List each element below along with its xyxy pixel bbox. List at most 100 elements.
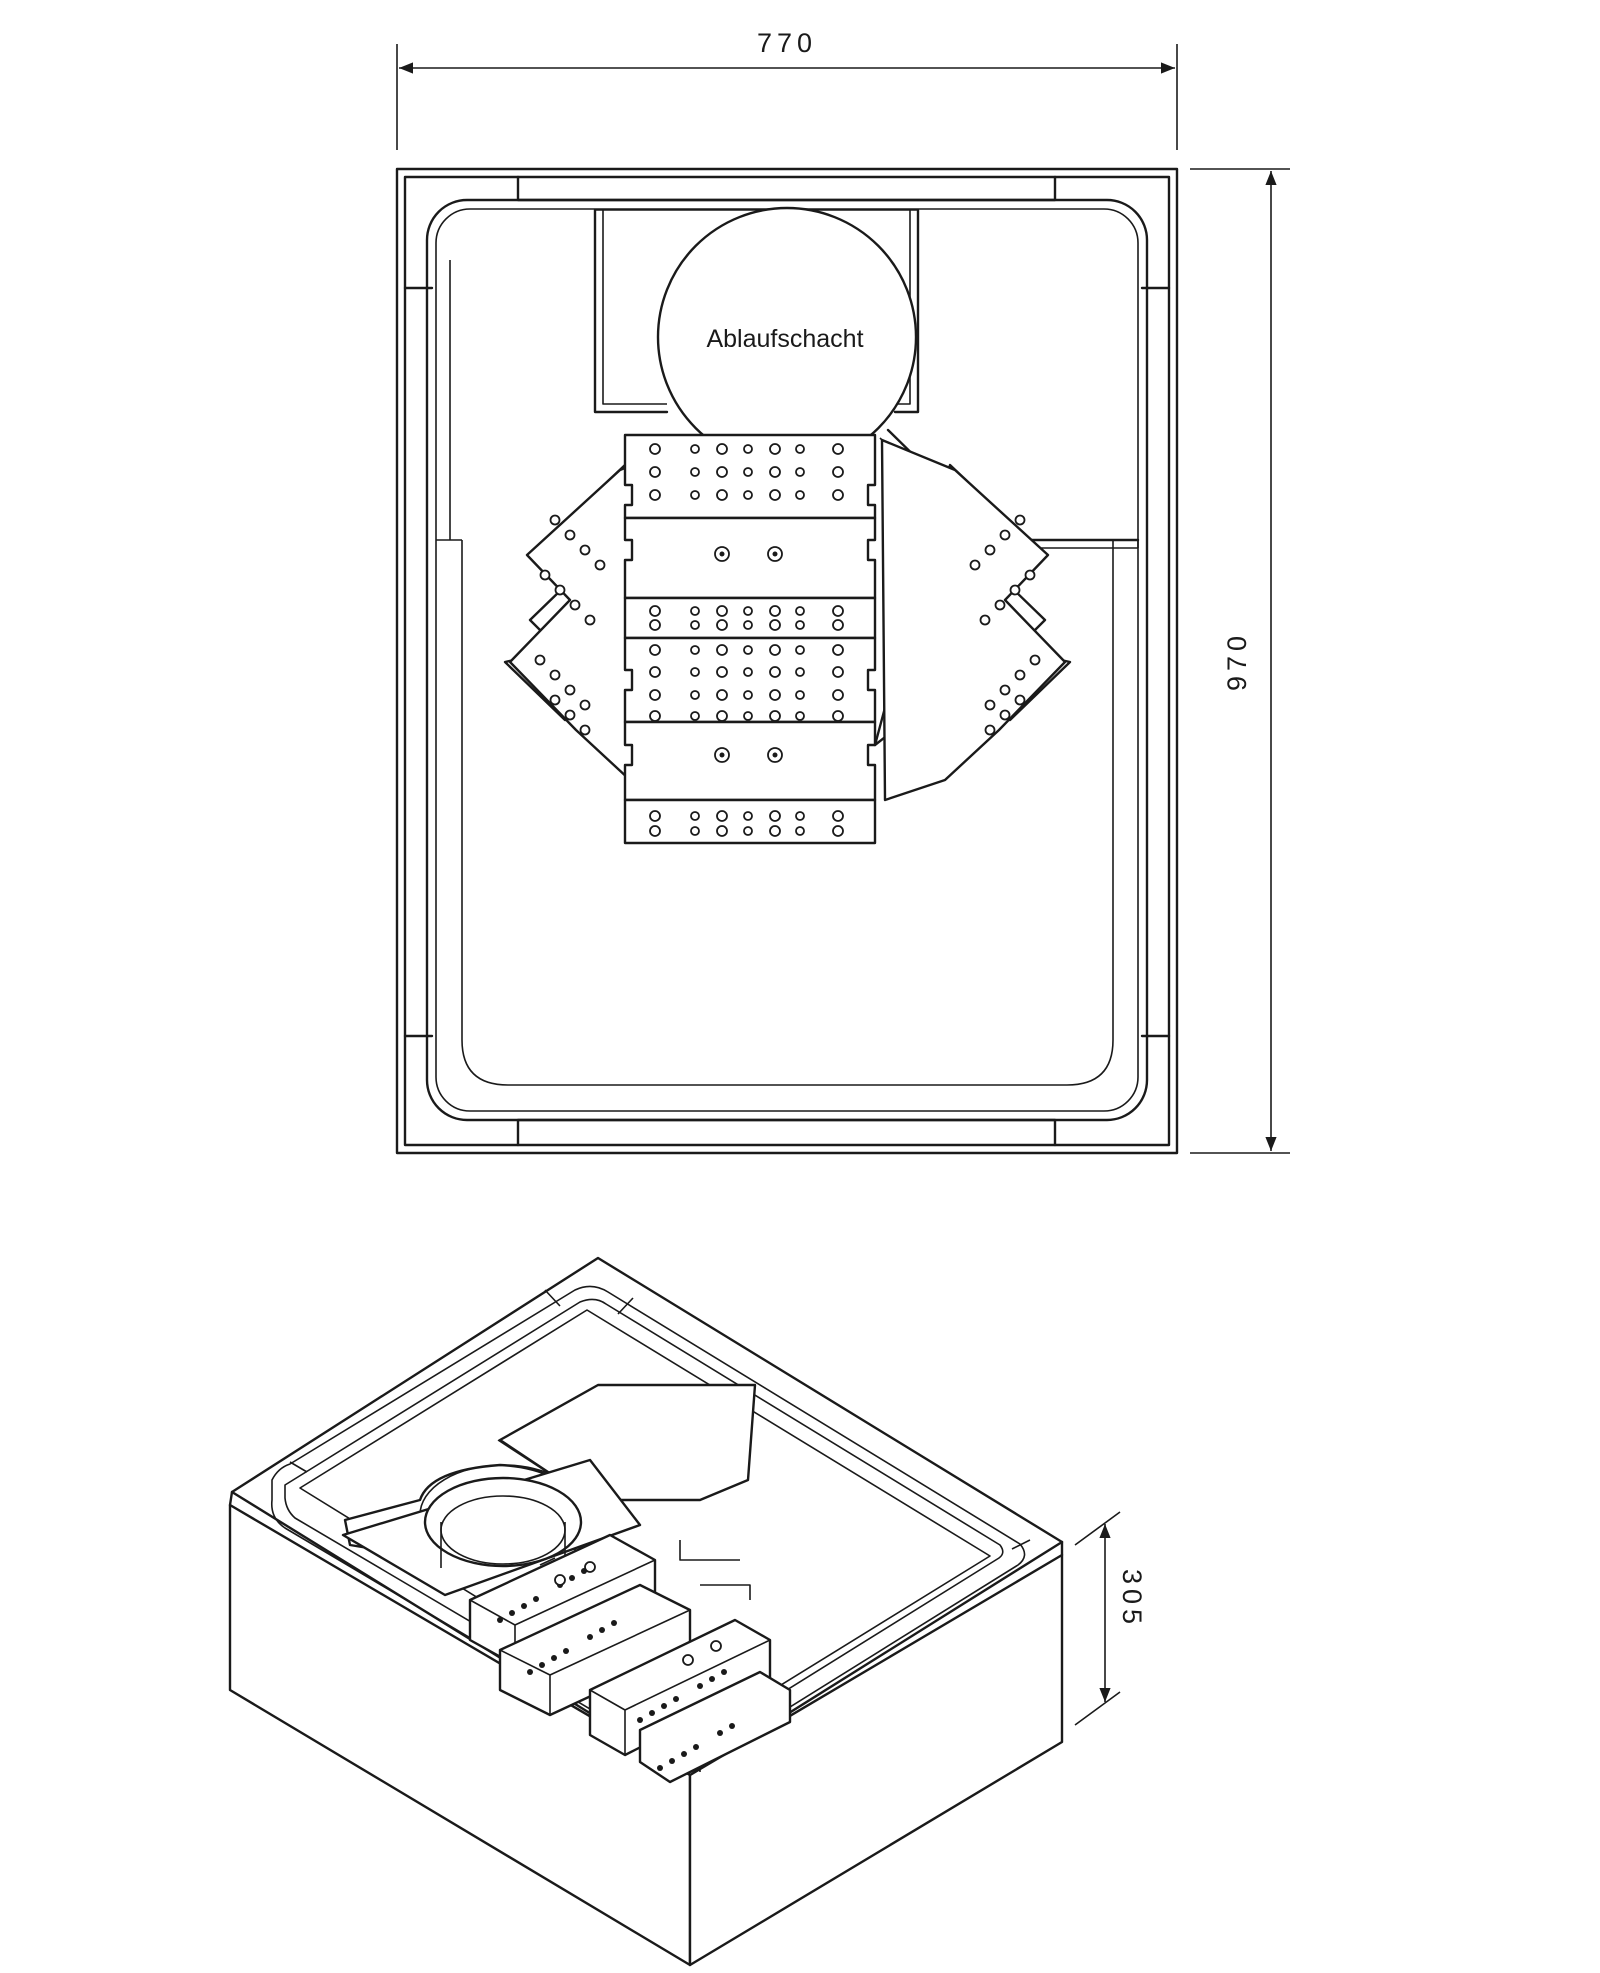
- perforation-hole: [716, 644, 728, 656]
- perforation-hole: [832, 666, 844, 678]
- perforation-hole: [549, 694, 561, 706]
- perforation-hole: [1009, 584, 1021, 596]
- perforation-hole: [1014, 514, 1026, 526]
- perforation-hole: [1014, 694, 1026, 706]
- perforation-hole: [716, 689, 728, 701]
- height-dimension: 305: [1074, 1511, 1147, 1726]
- drain-box: [593, 208, 669, 414]
- drain-shaft-label: Ablaufschacht: [706, 325, 863, 353]
- perforation-hole: [795, 667, 805, 677]
- perforation-hole: [690, 467, 700, 477]
- perforation-hole: [534, 654, 546, 666]
- perforation-hole: [690, 606, 700, 616]
- perforation-hole: [984, 544, 996, 556]
- outer-frame: [395, 167, 1179, 1155]
- iso-perforation-holes: [497, 1561, 735, 1771]
- perforation-hole: [999, 529, 1011, 541]
- block-stack: [534, 433, 1041, 845]
- perforation-hole: [564, 709, 576, 721]
- perforation-hole: [673, 1696, 679, 1702]
- perforation-hole: [539, 1662, 545, 1668]
- perforation-hole: [832, 605, 844, 617]
- width-dimension-text: 770: [757, 28, 817, 58]
- iso-right-face: [688, 1553, 1064, 1967]
- perforation-hole: [743, 444, 753, 454]
- perforation-hole: [769, 689, 781, 701]
- perforation-hole: [769, 644, 781, 656]
- perforation-hole: [649, 1710, 655, 1716]
- perforation-hole: [539, 569, 551, 581]
- perforation-hole: [563, 1648, 569, 1654]
- perforation-hole: [832, 689, 844, 701]
- perforation-hole: [594, 559, 606, 571]
- perforation-hole: [795, 620, 805, 630]
- perforation-hole: [579, 544, 591, 556]
- perforation-hole: [657, 1765, 663, 1771]
- perforation-hole: [637, 1717, 643, 1723]
- perforation-hole: [743, 826, 753, 836]
- perforation-hole: [743, 690, 753, 700]
- perforation-hole: [979, 614, 991, 626]
- perforation-hole: [587, 1634, 593, 1640]
- perforation-hole: [743, 620, 753, 630]
- perforation-hole: [795, 444, 805, 454]
- perforation-hole: [669, 1758, 675, 1764]
- perforation-hole: [795, 811, 805, 821]
- perforation-hole: [994, 599, 1006, 611]
- perforation-hole: [743, 467, 753, 477]
- height-dimension-text: 305: [1117, 1569, 1147, 1629]
- perforation-hole: [743, 645, 753, 655]
- perforation-hole: [795, 490, 805, 500]
- isometric-view: [228, 1256, 1064, 1967]
- perforation-hole: [716, 810, 728, 822]
- perforation-hole: [533, 1596, 539, 1602]
- perforation-hole: [579, 699, 591, 711]
- perforation-hole: [549, 514, 561, 526]
- perforation-hole: [721, 1669, 727, 1675]
- top-view: Ablaufschacht: [395, 167, 1179, 1155]
- perforation-hole: [649, 466, 661, 478]
- perforation-hole: [769, 825, 781, 837]
- perforation-hole: [999, 709, 1011, 721]
- solid-block-2: [623, 720, 877, 802]
- perforation-hole: [649, 810, 661, 822]
- depth-dimension: 970: [1190, 168, 1290, 1154]
- perforation-holes: [534, 443, 1041, 837]
- perforation-hole: [690, 690, 700, 700]
- perforation-hole: [649, 605, 661, 617]
- perforation-hole: [690, 490, 700, 500]
- perforation-hole: [649, 666, 661, 678]
- perforation-hole: [743, 811, 753, 821]
- perforation-hole: [649, 619, 661, 631]
- perforation-hole: [697, 1683, 703, 1689]
- perforation-hole: [521, 1603, 527, 1609]
- perforation-hole: [969, 559, 981, 571]
- perforation-hole: [709, 1676, 715, 1682]
- perforation-hole: [569, 1575, 575, 1581]
- perforation-hole: [832, 619, 844, 631]
- iso-block-stack: [468, 1533, 792, 1784]
- perforation-hole: [769, 810, 781, 822]
- perforation-hole: [743, 667, 753, 677]
- perforation-hole: [832, 810, 844, 822]
- perforation-hole: [569, 599, 581, 611]
- perforation-hole: [690, 667, 700, 677]
- depth-dimension-text: 970: [1222, 631, 1252, 691]
- perforation-hole: [497, 1617, 503, 1623]
- outer-frame-inner: [403, 175, 1171, 1147]
- perforation-hole: [743, 490, 753, 500]
- perforation-hole: [611, 1620, 617, 1626]
- perforation-hole: [649, 489, 661, 501]
- perforation-hole: [690, 444, 700, 454]
- perforation-hole: [690, 645, 700, 655]
- tray-rim: [425, 198, 1149, 1122]
- perforation-hole: [795, 690, 805, 700]
- perforation-hole: [832, 825, 844, 837]
- perforation-hole: [716, 443, 728, 455]
- perforation-hole: [554, 1574, 566, 1586]
- perforation-hole: [743, 711, 753, 721]
- solid-block-1: [623, 516, 877, 600]
- perforation-hole: [661, 1703, 667, 1709]
- perforation-hole: [649, 710, 661, 722]
